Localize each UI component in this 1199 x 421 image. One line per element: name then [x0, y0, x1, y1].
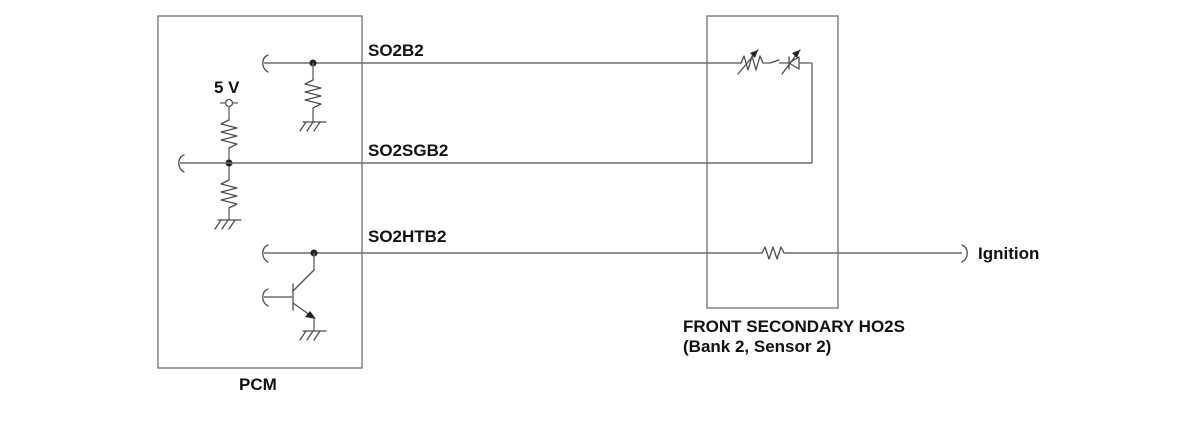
resistor-icon: [220, 119, 238, 149]
ho2s-box: [706, 15, 839, 309]
so2sgb2-circuit: 5 V SO2SGB2: [178, 78, 812, 230]
sensor-label-line2: (Bank 2, Sensor 2): [683, 337, 831, 356]
voltage-source-icon: [224, 98, 234, 108]
wire-label-so2b2: SO2B2: [368, 41, 424, 60]
resistor-icon: [304, 79, 322, 109]
ground-icon: [214, 219, 242, 230]
ground-icon: [299, 330, 327, 341]
pcm-label: PCM: [239, 375, 277, 394]
variable-resistor-icon: [740, 55, 764, 71]
connector-break-icon: [961, 244, 968, 263]
oxygen-sensor-element: [737, 49, 813, 163]
wire-label-so2htb2: SO2HTB2: [368, 227, 446, 246]
so2b2-circuit: SO2B2: [262, 41, 741, 132]
connector-break-icon: [262, 288, 269, 307]
voltage-label: 5 V: [214, 78, 240, 97]
heater-resistor-icon: [761, 246, 785, 260]
wire-label-so2sgb2: SO2SGB2: [368, 141, 448, 160]
ignition-label: Ignition: [978, 244, 1039, 263]
resistor-icon: [220, 179, 238, 209]
connector-break-icon: [262, 244, 269, 263]
transistor-icon: [292, 269, 316, 319]
connector-break-icon: [178, 154, 185, 173]
connector-break-icon: [262, 54, 269, 73]
pcm-box: [157, 15, 363, 369]
so2htb2-circuit: SO2HTB2 Ignition: [262, 227, 1039, 341]
sensor-label-line1: FRONT SECONDARY HO2S: [683, 317, 905, 336]
ground-icon: [299, 121, 327, 132]
